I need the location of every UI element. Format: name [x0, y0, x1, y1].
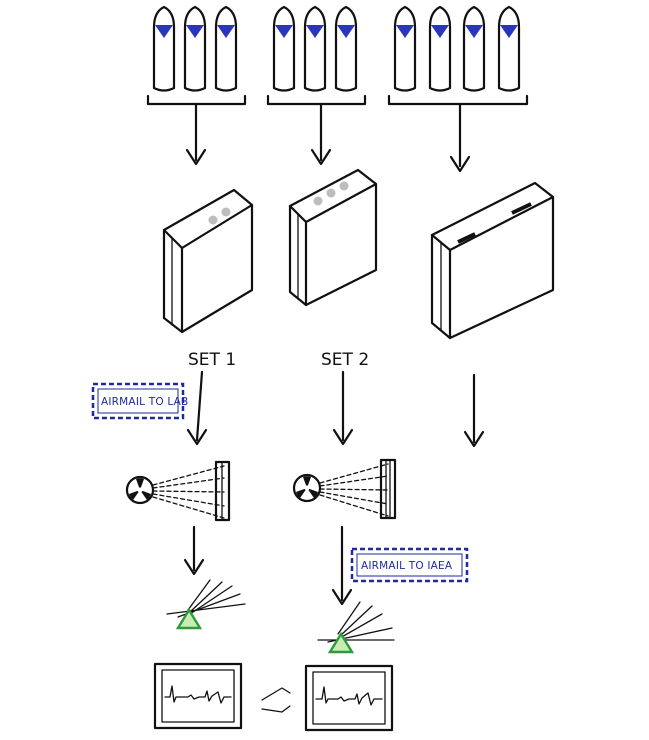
irradiation-set1 — [125, 460, 231, 522]
tube-group-1 — [146, 5, 247, 166]
prism-icon — [166, 579, 246, 630]
sample-block-1 — [162, 188, 254, 334]
arrow-head — [449, 155, 471, 173]
arrow-head — [185, 148, 207, 166]
sample-block-2 — [288, 168, 378, 307]
radiation-source-icon — [125, 475, 155, 505]
radiation-source-icon — [292, 473, 322, 503]
svg-text:AIRMAIL TO LAB: AIRMAIL TO LAB — [101, 396, 188, 408]
bracket — [146, 94, 247, 106]
svg-text:AIRMAIL TO IAEA: AIRMAIL TO IAEA — [361, 560, 453, 572]
set-1-label: SET 1 — [188, 350, 236, 370]
tube-group-3 — [387, 5, 529, 173]
bracket — [266, 94, 367, 106]
arrow-set1-down — [186, 370, 208, 446]
arrow-set2-to-analysis — [331, 525, 353, 606]
arrow-head — [310, 148, 332, 166]
arrow-col3-down — [463, 373, 485, 448]
bracket — [387, 94, 529, 106]
test-tube — [303, 5, 327, 92]
test-tube — [428, 5, 452, 92]
spectrum-monitor-icon — [153, 662, 243, 730]
test-tube — [497, 5, 521, 92]
test-tube — [214, 5, 238, 92]
test-tube — [462, 5, 486, 92]
spectrum-monitor-icon — [304, 664, 394, 732]
prism-icon — [317, 601, 395, 654]
sample-block-3 — [430, 181, 555, 340]
arrow-set2-down — [332, 370, 354, 446]
airmail-to-iaea-label: AIRMAIL TO IAEA — [350, 547, 469, 583]
test-tube — [152, 5, 176, 92]
airmail-to-lab-label: AIRMAIL TO LAB — [91, 382, 188, 420]
test-tube — [393, 5, 417, 92]
arrow-set1-to-analysis — [183, 525, 205, 576]
test-tube — [183, 5, 207, 92]
test-tube — [334, 5, 358, 92]
exchange-arrows-icon — [261, 687, 291, 713]
set-2-label: SET 2 — [321, 350, 369, 370]
test-tube — [272, 5, 296, 92]
tube-group-2 — [266, 5, 367, 166]
irradiation-set2 — [292, 458, 397, 520]
